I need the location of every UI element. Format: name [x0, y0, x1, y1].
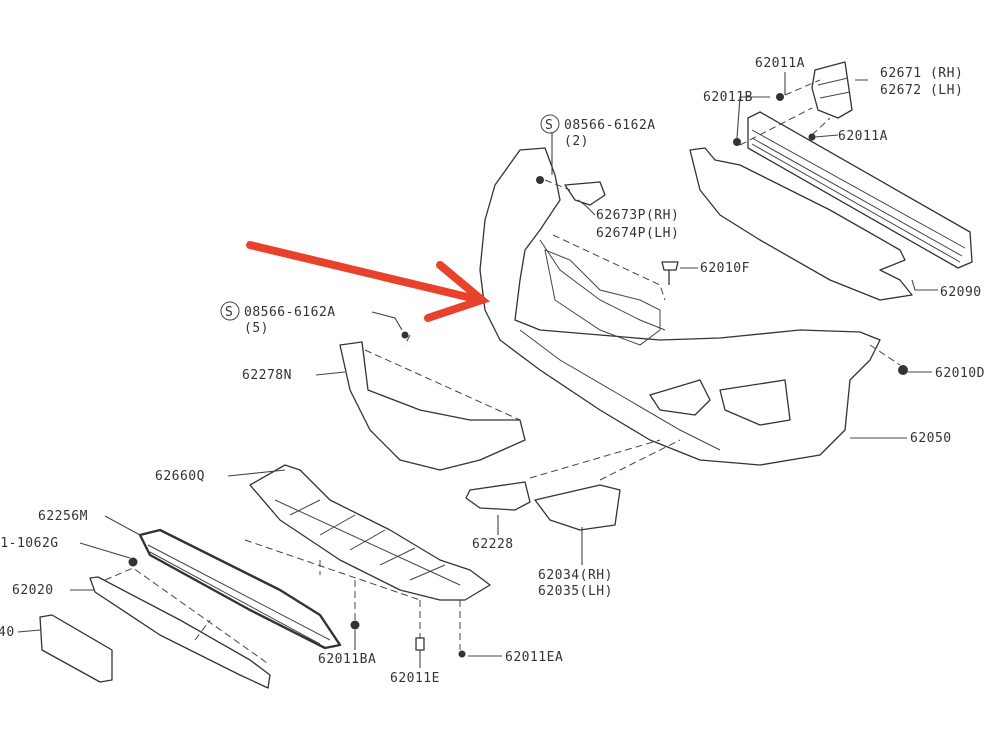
label-62256m: 62256M	[38, 509, 88, 524]
label-62673p: 62673P(RH)	[596, 208, 679, 223]
leader-lines	[17, 72, 938, 668]
label-62034: 62034(RH)	[538, 568, 613, 583]
label-62010f: 62010F	[700, 261, 750, 276]
label-62671: 62671 (RH)	[880, 66, 963, 81]
label-62050: 62050	[910, 431, 952, 446]
bracket-62671	[811, 61, 853, 119]
label-62090: 62090	[940, 285, 982, 300]
assembly-line	[544, 179, 666, 301]
clip-icon	[898, 365, 908, 375]
cover-62228	[465, 481, 531, 511]
label-qty-left: (5)	[244, 321, 269, 336]
callout-arrow	[246, 241, 491, 322]
label-qty-top: (2)	[564, 134, 589, 149]
clip-icon	[128, 557, 138, 567]
label-62228: 62228	[472, 537, 514, 552]
standard-part-icon	[220, 301, 240, 321]
clip-icon	[458, 650, 466, 658]
bumper-reinforcement	[689, 111, 973, 301]
assembly-line	[869, 344, 901, 366]
clip-icon	[350, 620, 360, 630]
standard-part-icon	[540, 114, 560, 134]
label-08566-top: 08566-6162A	[564, 118, 656, 133]
label-62660q: 62660Q	[155, 469, 205, 484]
assembly-line	[529, 439, 681, 481]
label-62010d: 62010D	[935, 366, 985, 381]
bolt-icon	[733, 138, 741, 146]
clip-62011E	[415, 637, 425, 651]
air-guide-62278N	[339, 334, 526, 471]
license-bracket	[39, 614, 113, 683]
bolt-icon	[808, 133, 816, 141]
label-62035: 62035(LH)	[538, 584, 613, 599]
label-62011b: 62011B	[703, 90, 753, 105]
label-62011ba: 62011BA	[318, 652, 376, 667]
screw-icon	[401, 331, 409, 339]
label-40: 40	[0, 625, 15, 640]
label-08566-left: 08566-6162A	[244, 305, 336, 320]
label-62011e: 62011E	[390, 671, 440, 686]
grille-62256M	[138, 528, 342, 650]
label-62011a-top: 62011A	[755, 56, 805, 71]
bumper-fascia	[479, 147, 881, 466]
lip-62020	[89, 576, 271, 689]
part-labels: 62011A 62671 (RH) 62672 (LH) 62011B 6201…	[0, 56, 985, 686]
label-62011ea: 62011EA	[505, 650, 563, 665]
undercover-62660Q	[244, 464, 491, 650]
standard-part-symbol: S	[545, 118, 553, 133]
clip-62010F	[661, 261, 679, 285]
bracket-62673P	[564, 181, 606, 206]
label-1062g: 11-1062G	[0, 536, 59, 551]
label-62278n: 62278N	[242, 368, 292, 383]
label-62672: 62672 (LH)	[880, 83, 963, 98]
screw-icon	[536, 176, 544, 184]
label-62011a-mid: 62011A	[838, 129, 888, 144]
fog-cover-62034	[534, 484, 621, 531]
standard-part-symbol: S	[225, 305, 233, 320]
label-62674p: 62674P(LH)	[596, 226, 679, 241]
assembly-line	[739, 79, 831, 146]
label-62020: 62020	[12, 583, 54, 598]
bolt-icon	[776, 93, 784, 101]
assembly-line	[104, 567, 271, 666]
